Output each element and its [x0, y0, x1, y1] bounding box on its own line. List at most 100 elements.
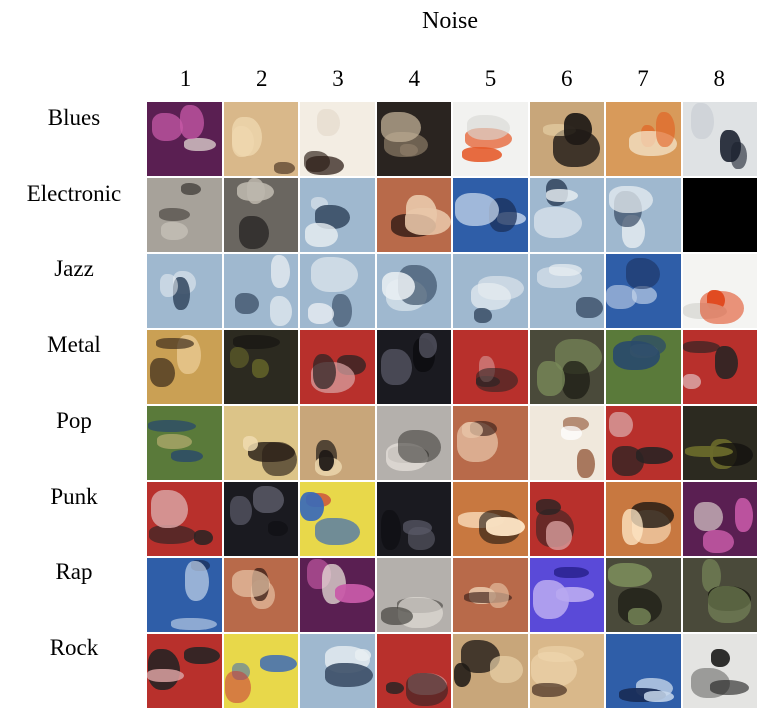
- image-texture-blob: [563, 113, 592, 145]
- generated-image-cell: [606, 634, 681, 708]
- image-texture-blob: [159, 273, 178, 297]
- generated-image-cell: [223, 254, 298, 328]
- row-label-jazz: Jazz: [54, 256, 94, 282]
- image-texture-blob: [148, 525, 197, 545]
- image-texture-blob: [171, 449, 203, 462]
- image-texture-blob: [238, 216, 269, 250]
- generated-image-cell: [147, 330, 222, 404]
- image-texture-blob: [691, 103, 714, 140]
- generated-image-cell: [376, 634, 451, 708]
- image-texture-blob: [612, 340, 661, 371]
- image-texture-blob: [235, 292, 260, 314]
- image-texture-blob: [229, 495, 252, 526]
- generated-image-cell: [147, 634, 222, 708]
- image-texture-blob: [485, 516, 526, 537]
- generated-image-cell: [529, 178, 604, 252]
- column-label-3: 3: [332, 66, 344, 91]
- image-texture-blob: [180, 183, 202, 195]
- image-texture-blob: [476, 368, 518, 393]
- generated-image-cell: [223, 178, 298, 252]
- row-label-electronic: Electronic: [26, 180, 122, 206]
- image-texture-blob: [702, 529, 735, 554]
- generated-image-cell: [682, 634, 757, 708]
- image-texture-blob: [252, 359, 269, 379]
- generated-image-cell: [300, 558, 375, 632]
- generated-image-cell: [453, 634, 528, 708]
- image-texture-blob: [694, 501, 724, 532]
- image-texture-blob: [685, 445, 733, 458]
- image-texture-blob: [267, 521, 289, 537]
- image-texture-blob: [406, 673, 449, 707]
- image-texture-blob: [381, 271, 416, 300]
- row-label-metal: Metal: [47, 332, 101, 358]
- generated-image-cell: [147, 558, 222, 632]
- image-texture-blob: [354, 649, 371, 662]
- image-texture-blob: [462, 147, 503, 163]
- generated-image-cell: [300, 482, 375, 556]
- column-label-1: 1: [179, 66, 192, 91]
- generated-image-cell: [529, 406, 604, 480]
- image-texture-blob: [156, 434, 193, 449]
- generated-image-cell: [453, 558, 528, 632]
- image-texture-blob: [307, 303, 335, 324]
- image-texture-blob: [300, 492, 325, 521]
- image-texture-blob: [683, 341, 720, 353]
- image-texture-blob: [237, 182, 274, 202]
- image-texture-blob: [548, 263, 582, 277]
- image-texture-blob: [466, 115, 510, 140]
- image-texture-blob: [259, 654, 298, 673]
- image-texture-blob: [229, 347, 250, 369]
- image-texture-blob: [628, 607, 651, 626]
- row-label-rap: Rap: [55, 559, 93, 585]
- generated-image-cell: [223, 482, 298, 556]
- generated-image-cell: [300, 330, 375, 404]
- row-label-pop: Pop: [56, 407, 92, 433]
- generated-image-cell: [453, 330, 528, 404]
- image-texture-blob: [318, 450, 334, 471]
- generated-image-cell: [682, 178, 757, 252]
- image-texture-blob: [380, 607, 414, 625]
- image-texture-blob: [231, 116, 262, 156]
- generated-image-cell: [223, 558, 298, 632]
- image-texture-blob: [561, 361, 590, 400]
- generated-image-cell: [682, 102, 757, 176]
- image-texture-blob: [405, 207, 451, 235]
- generated-image-cell: [682, 406, 757, 480]
- image-texture-blob: [386, 682, 405, 694]
- generated-image-cell: [300, 634, 375, 708]
- generated-image-cell: [606, 406, 681, 480]
- generated-image-cell: [529, 254, 604, 328]
- image-texture-blob: [381, 348, 412, 386]
- image-texture-blob: [533, 207, 582, 238]
- generated-image-cell: [453, 254, 528, 328]
- image-texture-blob: [147, 669, 185, 683]
- image-grid: [147, 102, 757, 708]
- column-label-2: 2: [256, 66, 268, 91]
- image-texture-blob: [577, 448, 595, 478]
- generated-image-cell: [223, 330, 298, 404]
- image-texture-blob: [536, 499, 562, 515]
- column-label-8: 8: [713, 66, 726, 91]
- image-texture-blob: [159, 207, 191, 221]
- image-texture-blob: [700, 291, 744, 325]
- generated-image-cell: [606, 482, 681, 556]
- image-texture-blob: [489, 655, 523, 684]
- image-texture-blob: [184, 561, 210, 601]
- generated-image-cell: [682, 482, 757, 556]
- image-texture-blob: [224, 671, 251, 704]
- generated-image-cell: [606, 178, 681, 252]
- image-texture-blob: [161, 222, 188, 241]
- generated-image-cell: [453, 178, 528, 252]
- image-texture-blob: [381, 510, 401, 551]
- image-texture-blob: [454, 193, 500, 226]
- generated-image-cell: [529, 558, 604, 632]
- generated-image-cell: [300, 178, 375, 252]
- image-texture-blob: [398, 430, 442, 464]
- image-texture-blob: [556, 587, 595, 602]
- image-texture-blob: [576, 296, 603, 319]
- image-texture-blob: [269, 296, 293, 326]
- image-texture-blob: [402, 520, 432, 535]
- image-texture-blob: [561, 425, 582, 440]
- image-texture-blob: [399, 143, 418, 157]
- column-label-4: 4: [408, 66, 421, 91]
